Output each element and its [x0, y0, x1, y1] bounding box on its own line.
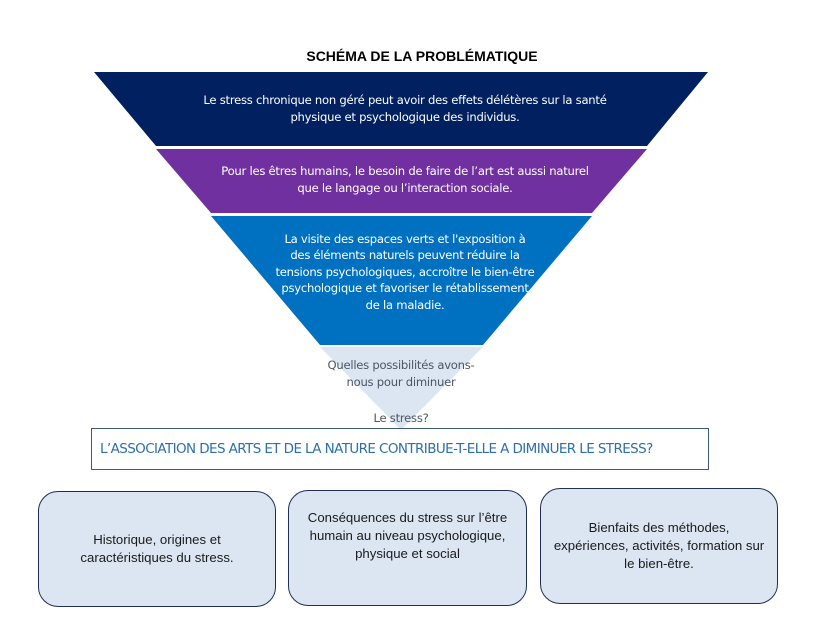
topic-card-text: Historique, origines et caractéristiques…: [80, 532, 234, 565]
funnel-layer-4-text-extra: Le stress?: [373, 411, 429, 425]
funnel-layer-3: [211, 216, 592, 345]
funnel-layer-1-text: Le stress chronique non géré peut avoir …: [203, 93, 607, 124]
funnel-layer-1: [94, 72, 708, 146]
topic-card-text: Conséquences du stress sur l’être humain…: [307, 510, 508, 561]
funnel-layer-4-text: Quelles possibilités avons-nous pour dim…: [327, 358, 475, 389]
diagram-title: SCHÉMA DE LA PROBLÉMATIQUE: [306, 48, 538, 64]
topic-card-benefits: Bienfaits des méthodes, expériences, act…: [540, 488, 778, 604]
topic-card-history: Historique, origines et caractéristiques…: [38, 491, 276, 607]
topic-card-text: Bienfaits des méthodes, expériences, act…: [553, 520, 765, 571]
research-question-text: L’ASSOCIATION DES ARTS ET DE LA NATURE C…: [100, 441, 653, 457]
funnel-layer-3-text: La visite des espaces verts et l'exposit…: [275, 232, 535, 312]
funnel-layer-2-text: Pour les êtres humains, le besoin de fai…: [221, 164, 589, 195]
research-question-box: L’ASSOCIATION DES ARTS ET DE LA NATURE C…: [91, 428, 709, 470]
funnel-layer-2: [156, 149, 647, 213]
funnel-layer-4: [320, 347, 483, 430]
topic-card-consequences: Conséquences du stress sur l’être humain…: [288, 490, 527, 606]
